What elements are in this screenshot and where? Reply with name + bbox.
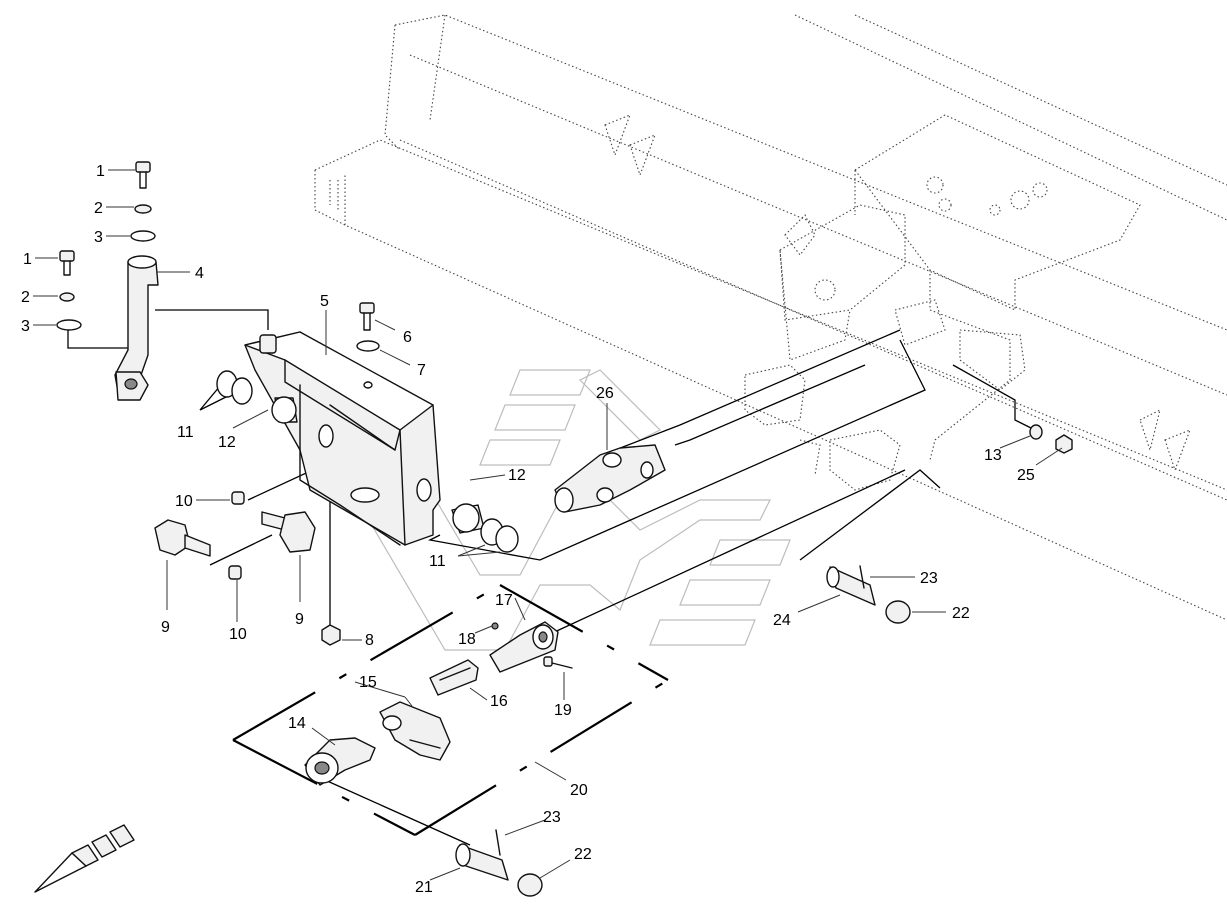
callout-23b: 23 bbox=[543, 809, 561, 826]
callout-labels: 1 2 3 1 2 3 4 5 6 7 8 9 9 10 10 11 11 12… bbox=[21, 163, 1035, 896]
callout-15: 15 bbox=[359, 674, 377, 691]
machine-frame bbox=[314, 14, 1227, 621]
screw-9b bbox=[261, 511, 316, 553]
callout-10a: 10 bbox=[175, 493, 193, 510]
washer-13 bbox=[1029, 424, 1043, 440]
screw-19 bbox=[543, 656, 573, 669]
group-boundary-20 bbox=[232, 584, 669, 836]
cotter-pin-23a bbox=[859, 565, 865, 589]
callout-13: 13 bbox=[984, 447, 1002, 464]
nut-25 bbox=[1055, 434, 1073, 454]
callout-11a: 11 bbox=[177, 424, 194, 441]
callout-23a: 23 bbox=[920, 570, 938, 587]
rod-end-17 bbox=[489, 621, 559, 673]
callout-2a: 2 bbox=[94, 200, 103, 217]
bushing-12a bbox=[271, 396, 298, 424]
watermark-logo bbox=[359, 369, 791, 651]
washer-3a bbox=[130, 230, 156, 242]
o-rings-11b bbox=[480, 518, 519, 553]
callout-3b: 3 bbox=[21, 318, 30, 335]
clamp-15 bbox=[379, 701, 451, 761]
callout-leaders bbox=[33, 169, 1063, 881]
callout-9b: 9 bbox=[295, 611, 304, 628]
adjuster-16 bbox=[429, 659, 479, 696]
washer-22b bbox=[517, 873, 543, 897]
callout-12a: 12 bbox=[218, 434, 236, 451]
grease-nipple-18 bbox=[491, 622, 499, 630]
washer-3b bbox=[56, 319, 82, 331]
callout-5: 5 bbox=[320, 293, 329, 310]
callout-17: 17 bbox=[495, 592, 513, 609]
bracket-5 bbox=[244, 331, 441, 546]
callout-6: 6 bbox=[403, 329, 412, 346]
callout-21: 21 bbox=[415, 879, 433, 896]
nut-8 bbox=[321, 624, 341, 646]
direction-arrow-icon bbox=[34, 824, 135, 893]
washer-7 bbox=[356, 340, 380, 352]
callout-25: 25 bbox=[1017, 467, 1035, 484]
callout-26: 26 bbox=[596, 385, 614, 402]
callout-11b: 11 bbox=[429, 553, 446, 570]
washer-2b bbox=[59, 292, 75, 302]
callout-4: 4 bbox=[195, 265, 204, 282]
grease-nipple-10b bbox=[228, 565, 242, 580]
universal-joint-26 bbox=[554, 444, 666, 513]
callout-16: 16 bbox=[490, 693, 508, 710]
callout-9a: 9 bbox=[161, 619, 170, 636]
callout-10b: 10 bbox=[229, 626, 247, 643]
callout-2b: 2 bbox=[21, 289, 30, 306]
callout-19: 19 bbox=[554, 702, 572, 719]
screw-9a bbox=[154, 519, 211, 557]
rod-end-14 bbox=[304, 737, 376, 786]
washer-22a bbox=[885, 600, 911, 624]
grease-nipple-10a bbox=[231, 491, 245, 505]
callout-12b: 12 bbox=[508, 467, 526, 484]
link-rod-4 bbox=[114, 255, 159, 401]
bolt-1a bbox=[135, 161, 151, 189]
washer-2a bbox=[134, 204, 152, 214]
callout-18: 18 bbox=[458, 631, 476, 648]
cotter-pin-23b bbox=[495, 829, 501, 856]
bolt-1b bbox=[59, 250, 75, 276]
callout-3a: 3 bbox=[94, 229, 103, 246]
callout-24: 24 bbox=[773, 612, 791, 629]
callout-8: 8 bbox=[365, 632, 374, 649]
callout-22b: 22 bbox=[574, 846, 592, 863]
assembly-lines bbox=[67, 309, 1036, 846]
pin-24 bbox=[826, 566, 876, 606]
o-rings-11a bbox=[216, 370, 253, 405]
callout-20: 20 bbox=[570, 782, 588, 799]
callout-1a: 1 bbox=[96, 163, 105, 180]
callout-22a: 22 bbox=[952, 605, 970, 622]
callout-14: 14 bbox=[288, 715, 306, 732]
callout-7: 7 bbox=[417, 362, 426, 379]
bushing-12b bbox=[451, 503, 485, 534]
callout-1b: 1 bbox=[23, 251, 32, 268]
bolt-6 bbox=[359, 302, 375, 331]
pin-21 bbox=[455, 843, 509, 881]
